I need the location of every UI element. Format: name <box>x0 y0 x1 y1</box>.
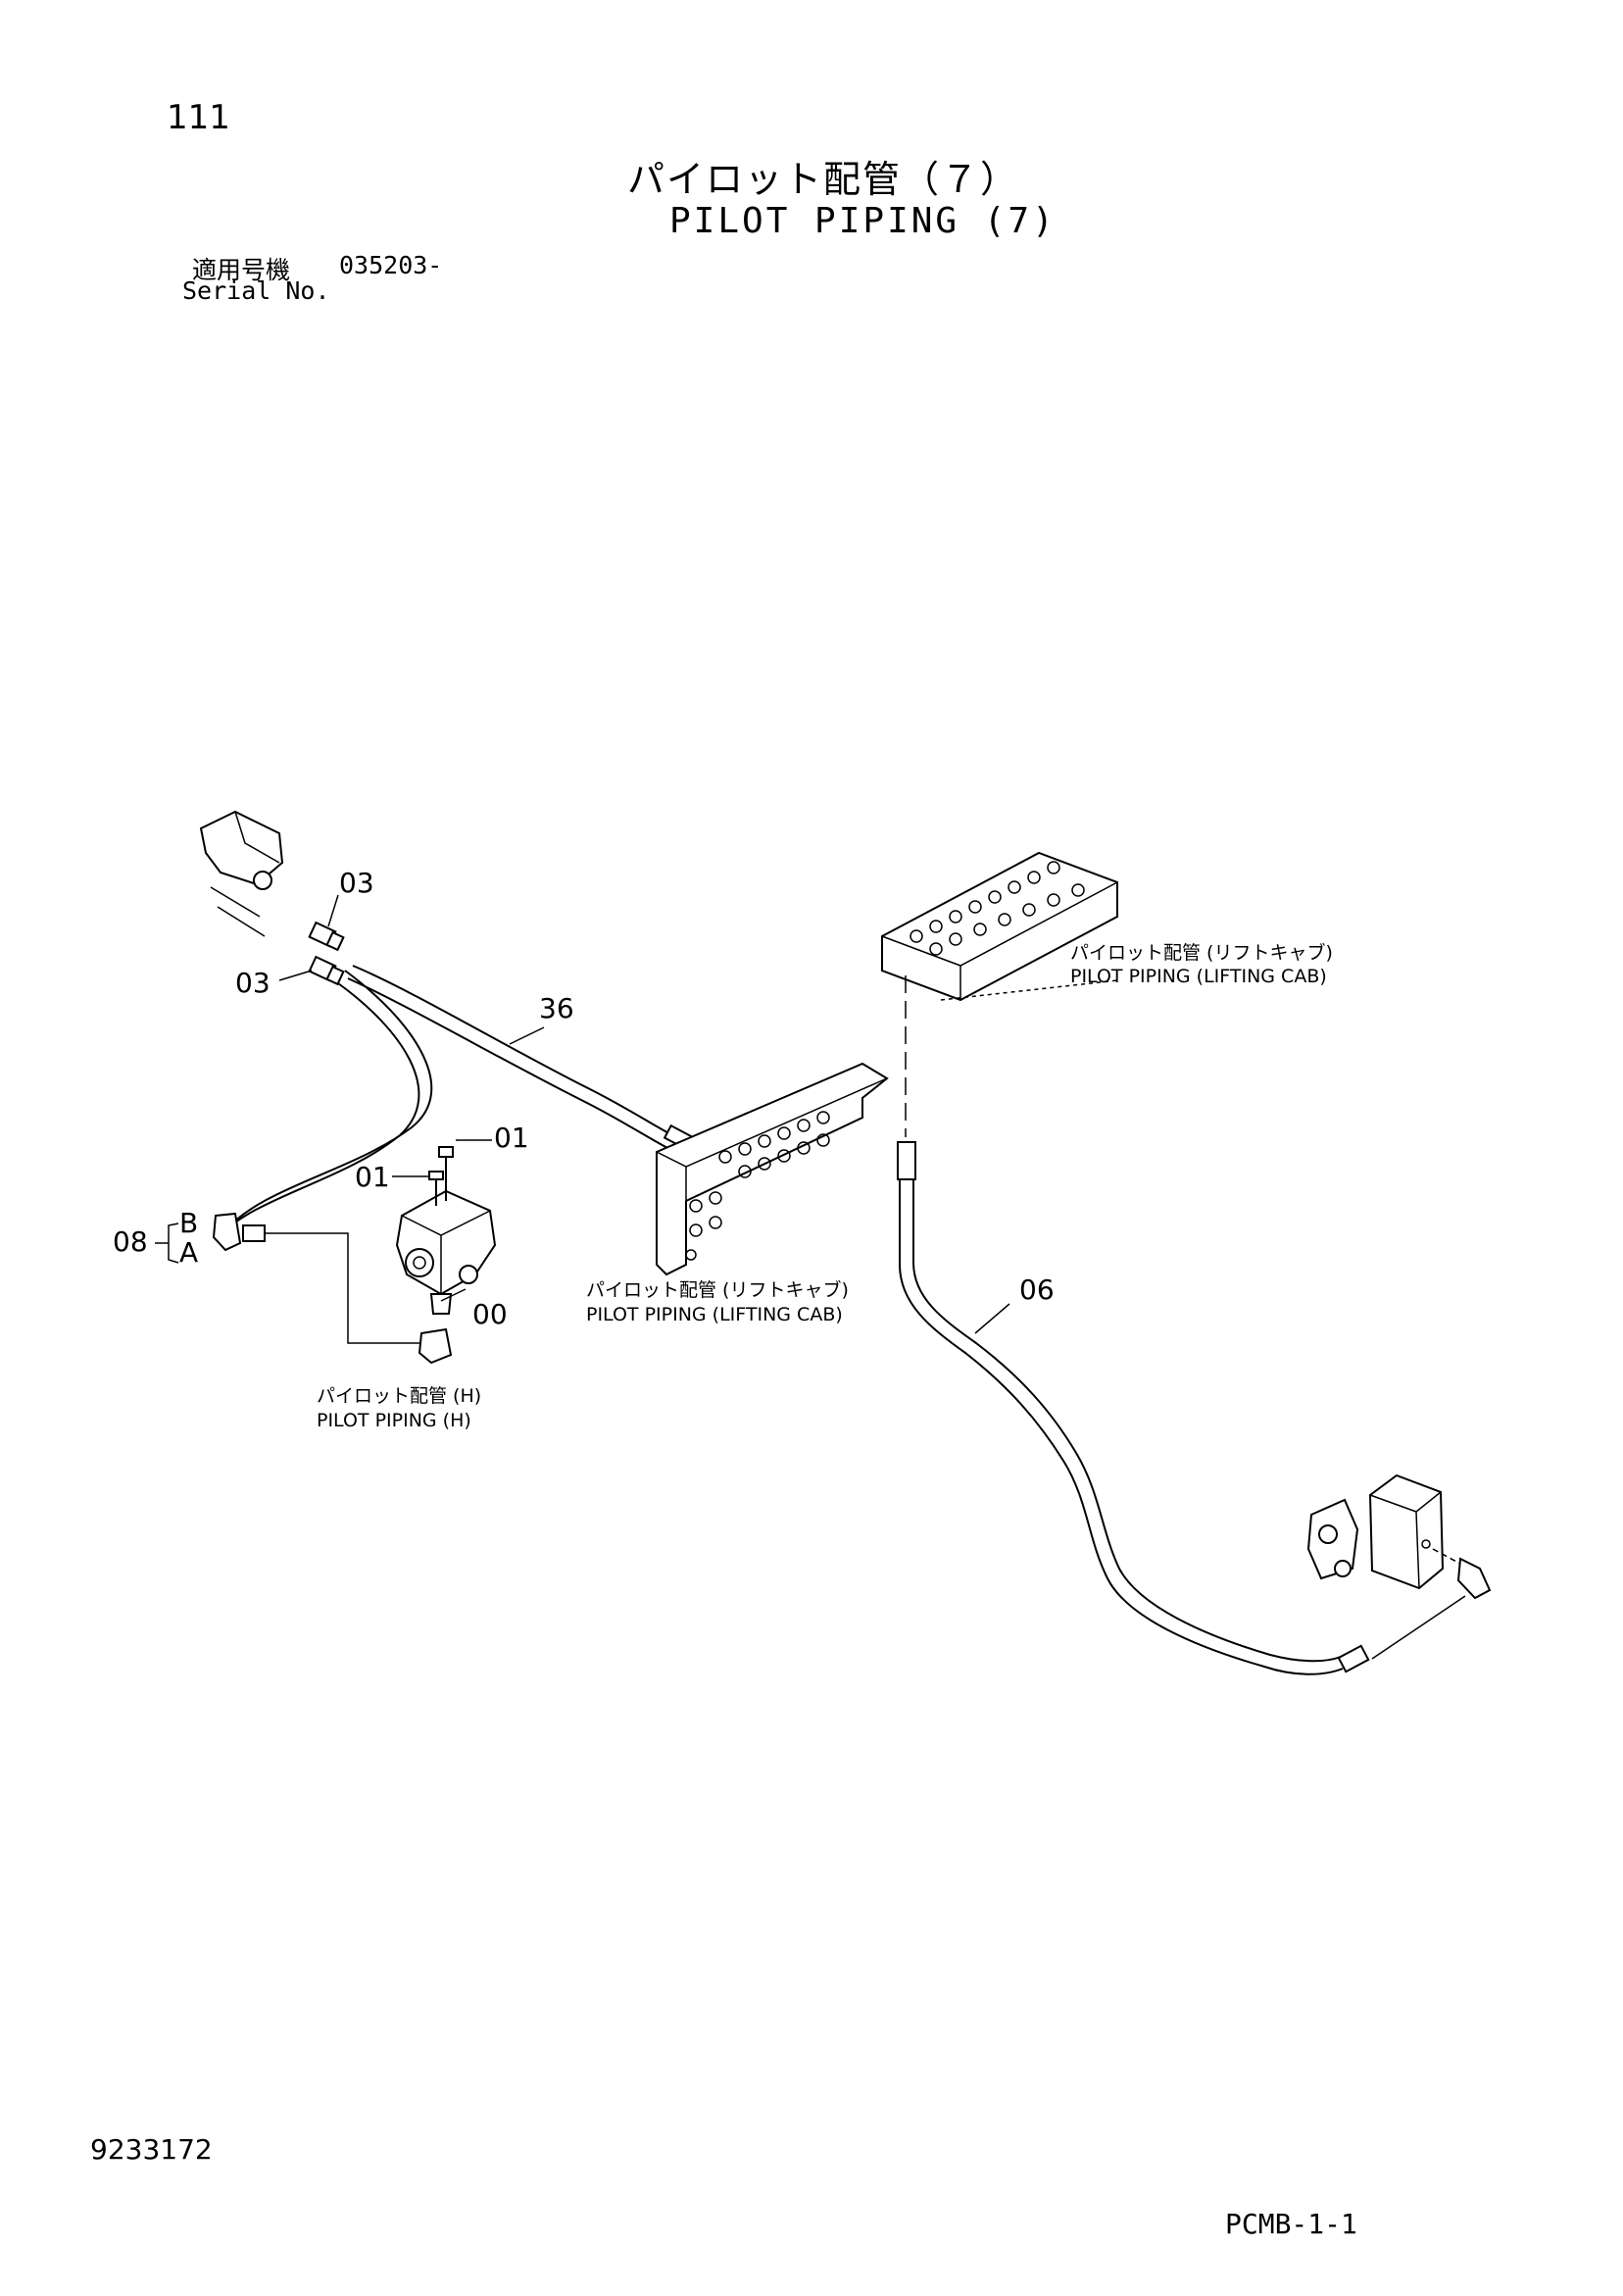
callout-08: 08 <box>113 1225 148 1258</box>
lower-right-valve-block <box>1306 1473 1492 1660</box>
page-title-jp: パイロット配管（７） <box>627 158 1020 201</box>
sheet-code: PCMB-1-1 <box>1225 2208 1357 2240</box>
note-lifting-cab-mid-jp: パイロット配管 (リフトキャブ) <box>586 1278 849 1301</box>
port-label-a: A <box>179 1236 198 1269</box>
page-title-en: PILOT PIPING (7) <box>669 201 1057 241</box>
hose-36 <box>347 965 694 1151</box>
pilot-piping-h-line <box>265 1232 453 1365</box>
callout-00: 00 <box>472 1298 508 1330</box>
callout-36: 36 <box>539 992 574 1024</box>
leader-lines <box>155 894 1010 1334</box>
hose-08 <box>212 970 433 1252</box>
page-number: 111 <box>167 98 230 137</box>
note-lifting-cab-upper-jp: パイロット配管 (リフトキャブ) <box>1070 941 1333 964</box>
callout-01-right: 01 <box>494 1122 529 1154</box>
bolt-01-lower <box>428 1171 444 1206</box>
fitting-03-lower <box>308 955 345 986</box>
note-pilot-piping-h-jp: パイロット配管 (H) <box>317 1385 481 1407</box>
hose-06 <box>897 1141 1370 1675</box>
note-lifting-cab-upper-en: PILOT PIPING (LIFTING CAB) <box>1070 966 1327 987</box>
note-lifting-cab-mid-en: PILOT PIPING (LIFTING CAB) <box>586 1304 843 1325</box>
serial-label-en: Serial No. <box>182 276 330 305</box>
callout-06: 06 <box>1019 1273 1055 1306</box>
document-number: 9233172 <box>90 2133 213 2166</box>
note-pilot-piping-h-en: PILOT PIPING (H) <box>317 1410 471 1431</box>
callout-03-bottom: 03 <box>235 967 270 999</box>
callout-03-top: 03 <box>339 867 374 899</box>
hose-clamp-bracket <box>199 810 284 937</box>
serial-value: 035203- <box>339 251 443 279</box>
lifting-cab-valve-middle <box>656 1062 889 1276</box>
serial-label-jp: 適用号機 <box>192 256 291 284</box>
fitting-03-upper <box>308 921 345 952</box>
callout-01-left: 01 <box>355 1161 390 1193</box>
bolt-01-upper <box>438 1146 454 1201</box>
port-label-b: B <box>179 1207 198 1239</box>
pilot-valve-00 <box>395 1189 497 1315</box>
lifting-cab-valve-upper <box>881 851 1118 1002</box>
